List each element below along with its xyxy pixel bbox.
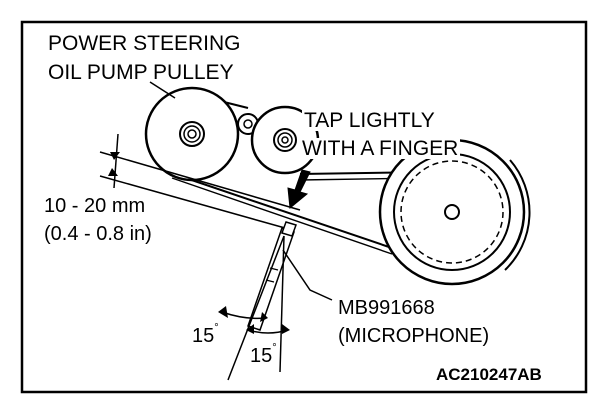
angle-right-label: 15°: [250, 343, 277, 367]
angle-right-value: 15: [250, 345, 273, 367]
figure-code: AC210247AB: [436, 365, 542, 384]
angle-right-degree: °: [272, 342, 277, 354]
tool-name: (MICROPHONE): [338, 325, 490, 347]
angle-left-label: 15°: [192, 323, 219, 347]
deflection-metric: 10 - 20 mm: [44, 195, 146, 217]
crankshaft-pulley: [378, 138, 531, 286]
deflection-dimension: [99, 133, 301, 229]
tap-arrow: [287, 169, 311, 209]
power-steering-pulley: [144, 86, 240, 182]
figure-frame: [20, 20, 588, 394]
deflection-imperial: (0.4 - 0.8 in): [44, 223, 152, 245]
tool-number: MB991668: [338, 297, 435, 319]
pulley-label-leader: [149, 81, 176, 99]
tap-label-line2: WITH A FINGER: [300, 137, 461, 160]
belt-lower-outer: [167, 171, 393, 249]
tap-label-line1: TAP LIGHTLY: [302, 109, 437, 132]
microphone-tool: [247, 221, 333, 331]
belt-lower-inner: [171, 177, 393, 255]
angle-left-value: 15: [192, 325, 215, 347]
pulley-label-line2: OIL PUMP PULLEY: [48, 61, 234, 84]
angle-indicators: [218, 235, 290, 381]
pulley-label-line1: POWER STEERING: [48, 32, 241, 55]
angle-left-degree: °: [214, 322, 219, 334]
